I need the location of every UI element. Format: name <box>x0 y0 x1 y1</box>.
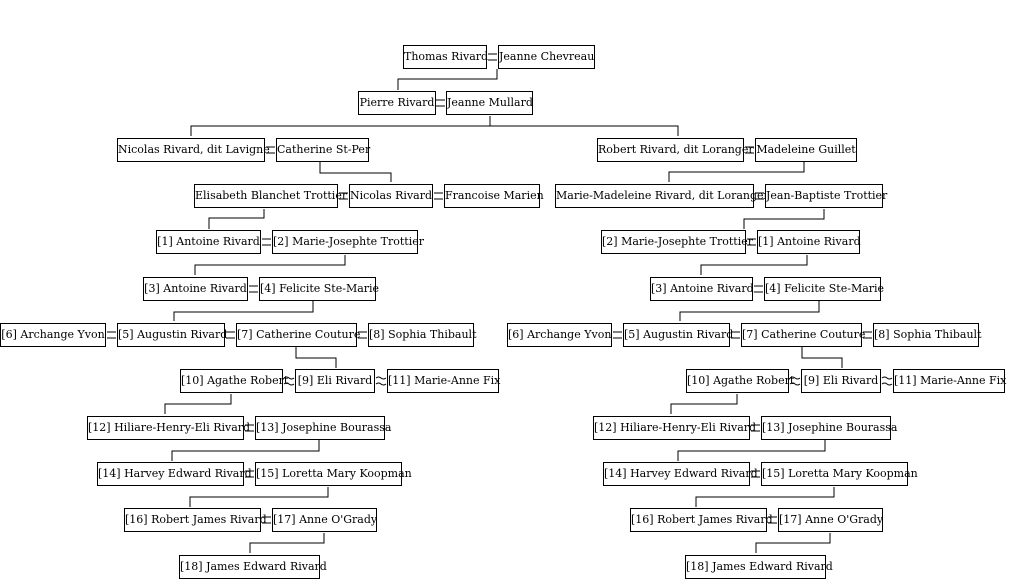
person-robert-james-rivard-16: [16] Robert James Rivard <box>124 508 267 532</box>
person-anne-ogrady-17: [17] Anne O'Grady <box>272 508 377 532</box>
person-robert-james-rivard-16-right: [16] Robert James Rivard <box>630 508 773 532</box>
person-anne-ogrady-17-right: [17] Anne O'Grady <box>778 508 883 532</box>
person-felicite-ste-marie-4: [4] Felicite Ste-Marie <box>259 277 379 301</box>
person-catherine-couture-7-right: [7] Catherine Couture <box>741 323 865 347</box>
person-augustin-rivard-5: [5] Augustin Rivard <box>117 323 227 347</box>
person-harvey-edward-rivard-14-right: [14] Harvey Edward Rivard <box>603 462 758 486</box>
person-sophia-thibault-8: [8] Sophia Thibault <box>368 323 477 347</box>
person-agathe-robert-10-right: [10] Agathe Robert <box>686 369 794 393</box>
person-agathe-robert-10: [10] Agathe Robert <box>180 369 288 393</box>
person-jeanne-chevreau: Jeanne Chevreau <box>498 45 595 69</box>
person-james-edward-rivard-18-right: [18] James Edward Rivard <box>685 555 833 579</box>
person-harvey-edward-rivard-14: [14] Harvey Edward Rivard <box>97 462 252 486</box>
person-marie-anne-fix-11: [11] Marie-Anne Fix <box>387 369 500 393</box>
person-augustin-rivard-5-right: [5] Augustin Rivard <box>623 323 733 347</box>
person-felicite-ste-marie-4-right: [4] Felicite Ste-Marie <box>764 277 884 301</box>
person-james-edward-rivard-18: [18] James Edward Rivard <box>179 555 327 579</box>
person-elisabeth-blanchet-trottier: Elisabeth Blanchet Trottier <box>194 184 347 208</box>
person-thomas-rivard: Thomas Rivard <box>403 45 488 69</box>
person-loretta-mary-koopman-15-right: [15] Loretta Mary Koopman <box>761 462 918 486</box>
person-marie-josephte-trottier-2-right: [2] Marie-Josephte Trottier <box>601 230 753 254</box>
person-marie-anne-fix-11-right: [11] Marie-Anne Fix <box>893 369 1006 393</box>
person-eli-rivard-9-right: [9] Eli Rivard <box>801 369 881 393</box>
person-antoine-rivard-1: [1] Antoine Rivard <box>156 230 261 254</box>
person-nicolas-rivard-lavigne: Nicolas Rivard, dit Lavigne <box>117 138 270 162</box>
person-josephine-bourassa-13-right: [13] Josephine Bourassa <box>761 416 897 440</box>
person-madeleine-guillet: Madeleine Guillet <box>755 138 857 162</box>
person-francoise-marien: Francoise Marien <box>444 184 544 208</box>
person-eli-rivard-9: [9] Eli Rivard <box>295 369 375 393</box>
person-hiliare-henry-eli-rivard-12: [12] Hiliare-Henry-Eli Rivard <box>87 416 250 440</box>
person-catherine-st-per: Catherine St-Per <box>276 138 370 162</box>
person-josephine-bourassa-13: [13] Josephine Bourassa <box>255 416 391 440</box>
person-marie-josephte-trottier-2: [2] Marie-Josephte Trottier <box>272 230 424 254</box>
person-robert-rivard-loranger: Robert Rivard, dit Loranger <box>597 138 754 162</box>
person-jean-baptiste-trottier: Jean-Baptiste Trottier <box>765 184 887 208</box>
person-archange-yvon-6: [6] Archange Yvon <box>0 323 106 347</box>
person-sophia-thibault-8-right: [8] Sophia Thibault <box>873 323 982 347</box>
person-antoine-rivard-3-right: [3] Antoine Rivard <box>650 277 754 301</box>
person-catherine-couture-7: [7] Catherine Couture <box>236 323 360 347</box>
person-antoine-rivard-1-right: [1] Antoine Rivard <box>757 230 861 254</box>
person-archange-yvon-6-right: [6] Archange Yvon <box>507 323 612 347</box>
person-hiliare-henry-eli-rivard-12-right: [12] Hiliare-Henry-Eli Rivard <box>593 416 756 440</box>
person-pierre-rivard: Pierre Rivard <box>358 91 436 115</box>
person-nicolas-rivard: Nicolas Rivard <box>349 184 433 208</box>
person-antoine-rivard-3: [3] Antoine Rivard <box>143 277 248 301</box>
person-loretta-mary-koopman-15: [15] Loretta Mary Koopman <box>255 462 412 486</box>
person-jeanne-mullard: Jeanne Mullard <box>446 91 533 115</box>
person-marie-madeleine-rivard-loranger: Marie-Madeleine Rivard, dit Loranger <box>555 184 769 208</box>
